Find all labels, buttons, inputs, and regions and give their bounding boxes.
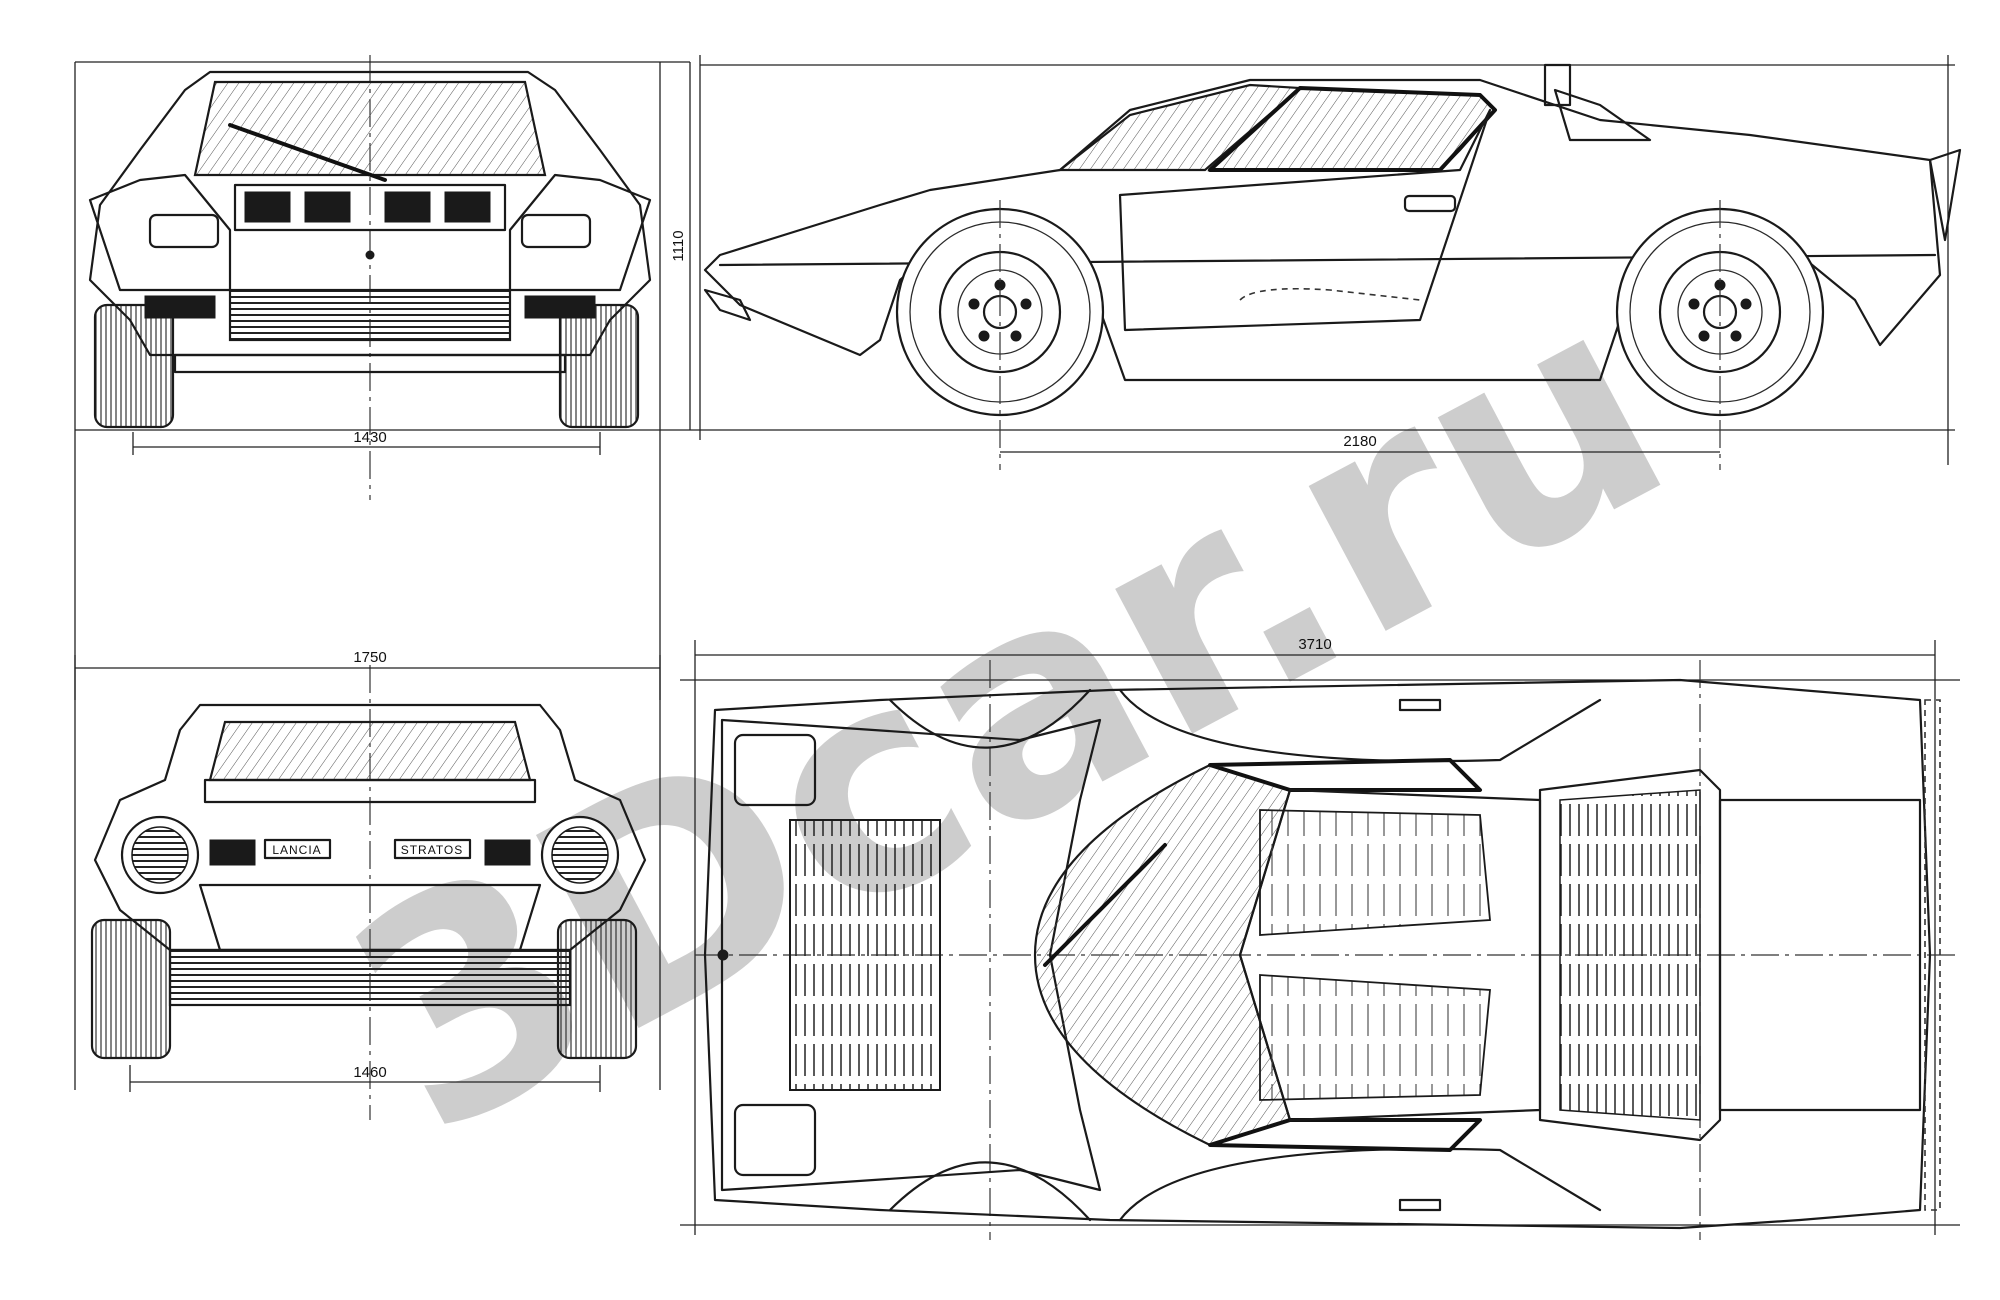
- side-rear-quarter-glass: [1553, 88, 1652, 142]
- side-door: [1118, 108, 1492, 332]
- rear-right-taillight-lens: [551, 826, 609, 884]
- front-grille: [228, 288, 512, 342]
- front-wheel-bolt-4: [978, 330, 990, 342]
- rear-wheel-bolt-5: [1688, 298, 1700, 310]
- front-left-indicator: [144, 295, 216, 319]
- dim-length-label: 3710: [1298, 636, 1331, 653]
- side-rear-spoiler: [1928, 148, 1962, 242]
- front-windscreen: [193, 80, 547, 177]
- front-view: 1110 1430: [74, 55, 700, 700]
- top-seat-lower: [1259, 974, 1491, 1101]
- rear-wheel-bolt-3: [1730, 330, 1742, 342]
- rear-badge-stratos: STRATOS: [401, 843, 464, 857]
- front-body-outline: [88, 70, 652, 357]
- dim-width-label: 1750: [353, 649, 386, 666]
- side-air-scoop: [1543, 63, 1572, 107]
- front-left-tyre: [93, 303, 175, 429]
- top-front-lamp-lower: [733, 1103, 817, 1177]
- rear-under-panel: [168, 948, 572, 1007]
- front-emblem: [365, 250, 375, 260]
- top-door-handle-lower: [1398, 1198, 1442, 1212]
- front-lower-spoiler: [173, 353, 567, 374]
- dim-rear-track-label: 1460: [353, 1064, 386, 1081]
- rear-view: 1750 LANCIA STRATOS 1460: [74, 649, 661, 1120]
- front-right-lamp: [520, 213, 592, 249]
- front-wheel-bolt-2: [1020, 298, 1032, 310]
- top-front-louvres: [789, 819, 941, 1091]
- top-engine-cover: [1538, 768, 1722, 1142]
- top-front-lamp-upper: [733, 733, 817, 807]
- rear-left-taillight-lens: [131, 826, 189, 884]
- side-front-lamp: [703, 288, 752, 322]
- top-engine-louvres: [1559, 789, 1701, 1121]
- front-left-fender: [88, 173, 232, 292]
- top-rear-spoiler: [1924, 699, 1941, 1211]
- top-roof-edge-lower: [1208, 1118, 1482, 1152]
- front-hood-panel: [233, 183, 507, 232]
- top-wiper: [1043, 843, 1167, 967]
- side-windscreen: [1056, 83, 1303, 172]
- top-windscreen: [1033, 763, 1292, 1147]
- front-wheel-bolt-3: [1010, 330, 1022, 342]
- side-door-hidden-line: [1239, 287, 1421, 301]
- front-vent-3: [384, 191, 431, 223]
- front-right-indicator: [524, 295, 596, 319]
- top-tail-panel: [1718, 798, 1922, 1112]
- rear-badge-lancia-frame: [263, 838, 332, 860]
- rear-right-marker: [484, 839, 531, 866]
- rear-roof-spoiler: [203, 778, 537, 804]
- top-seat-upper: [1259, 809, 1491, 936]
- front-right-tyre: [558, 303, 640, 429]
- front-vent-4: [444, 191, 491, 223]
- rear-window: [208, 720, 532, 782]
- front-right-fender: [508, 173, 652, 292]
- top-door-handle-upper: [1398, 698, 1442, 712]
- dim-height-label: 1110: [670, 230, 687, 261]
- rear-wheel-bolt-2: [1740, 298, 1752, 310]
- top-front-emblem: [717, 949, 729, 961]
- top-front-arch-lower: [888, 1161, 1092, 1222]
- front-vent-1: [244, 191, 291, 223]
- top-roof-edge-upper: [1208, 758, 1482, 792]
- dim-wheelbase-label: 2180: [1343, 433, 1376, 450]
- side-door-handle: [1403, 194, 1457, 213]
- top-view: 3710: [680, 636, 1960, 1240]
- side-window-frame: [1208, 86, 1497, 172]
- side-view: 2180: [699, 55, 1962, 470]
- rear-wheel-bolt-4: [1698, 330, 1710, 342]
- top-body-outline: [703, 678, 1932, 1230]
- rear-badge-lancia: LANCIA: [272, 843, 321, 857]
- front-left-lamp: [148, 213, 220, 249]
- top-front-arch-upper: [888, 688, 1092, 749]
- dim-front-track-label: 1430: [353, 429, 386, 446]
- rear-badge-stratos-frame: [393, 838, 472, 860]
- rear-left-marker: [209, 839, 256, 866]
- top-rear-fender-lower: [1118, 1147, 1602, 1222]
- front-vent-2: [304, 191, 351, 223]
- top-roof-panel: [1238, 788, 1542, 1122]
- front-wiper: [228, 123, 387, 182]
- front-wheel-bolt-5: [968, 298, 980, 310]
